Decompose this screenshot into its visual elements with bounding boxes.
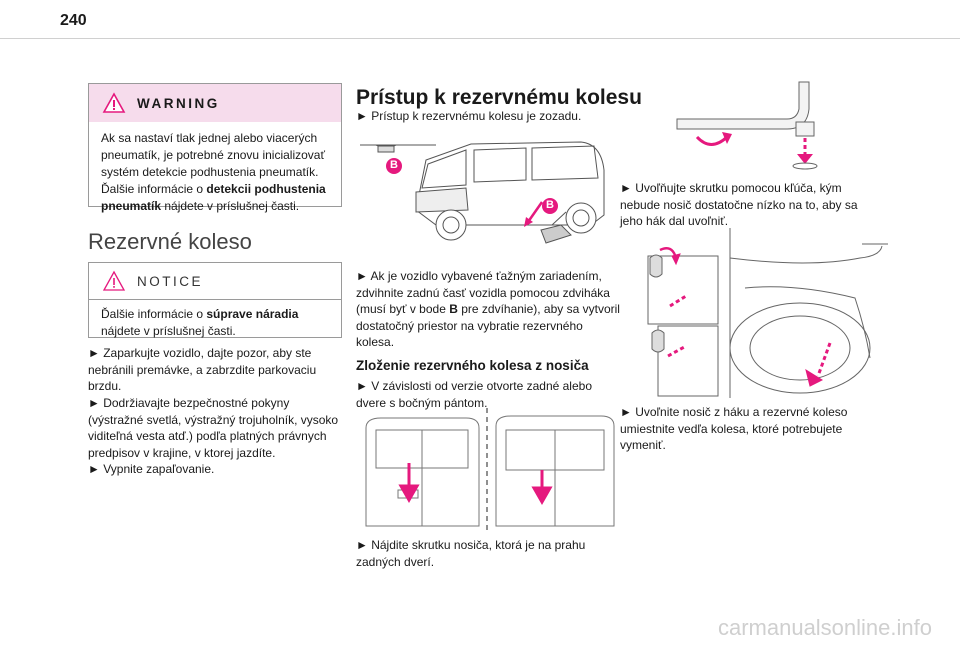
label-b-2: B [546, 199, 554, 211]
mid-step-2: ► Ak je vozidlo vybavené ťažným zariaden… [356, 269, 620, 349]
notice-title: NOTICE [137, 273, 204, 289]
van-jack-illustration [360, 141, 605, 244]
right-step-1: ► Uvoľňujte skrutku pomocou kľúča, kým n… [620, 181, 858, 228]
carrier-release-illustration [647, 228, 888, 398]
subheading-remove-wheel: Zloženie rezervného kolesa z nosiča [356, 358, 589, 373]
notice-text: Ďalšie informácie o súprave náradia nájd… [101, 307, 299, 338]
pointer-arrow-icon [524, 201, 544, 227]
mid-step-3: ► V závislosti od verzie otvorte zadné a… [356, 379, 592, 410]
notice-header: NOTICE [89, 263, 341, 300]
warning-header: WARNING [89, 84, 341, 122]
mid-step-4: ► Nájdite skrutku nosiča, ktorá je na pr… [356, 538, 586, 569]
right-step-2: ► Uvoľnite nosič z háku a rezervné koles… [620, 405, 848, 452]
label-b-1: B [390, 159, 398, 171]
section-heading-spare-wheel: Rezervné koleso [88, 229, 252, 254]
warning-box: WARNING Ak sa nastaví tlak jednej alebo … [88, 83, 342, 213]
left-step-2: ► Dodržiavajte bezpečnostné pokyny (výst… [88, 396, 339, 460]
rear-doors-illustration [365, 408, 615, 533]
mid-step-1: ► Prístup k rezervnému kolesu je zozadu. [356, 109, 582, 123]
left-step-3: ► Vypnite zapaľovanie. [88, 462, 215, 476]
page-number: 240 [60, 12, 87, 29]
header-divider [0, 38, 960, 39]
watermark: carmanualsonline.info [717, 615, 932, 640]
notice-box: NOTICE Ďalšie informácie o súprave nárad… [88, 262, 342, 338]
label-b-marker-icon [542, 198, 558, 214]
wrench-illustration [676, 81, 818, 170]
left-step-1: ► Zaparkujte vozidlo, dajte pozor, aby s… [88, 346, 317, 393]
warning-text: Ak sa nastaví tlak jednej alebo viacerýc… [101, 131, 326, 213]
section-heading-access: Prístup k rezervnému kolesu [356, 86, 642, 109]
notice-triangle-icon [102, 270, 126, 291]
label-b-marker-icon [386, 158, 402, 174]
warning-triangle-icon [102, 92, 126, 113]
warning-title: WARNING [137, 95, 220, 111]
